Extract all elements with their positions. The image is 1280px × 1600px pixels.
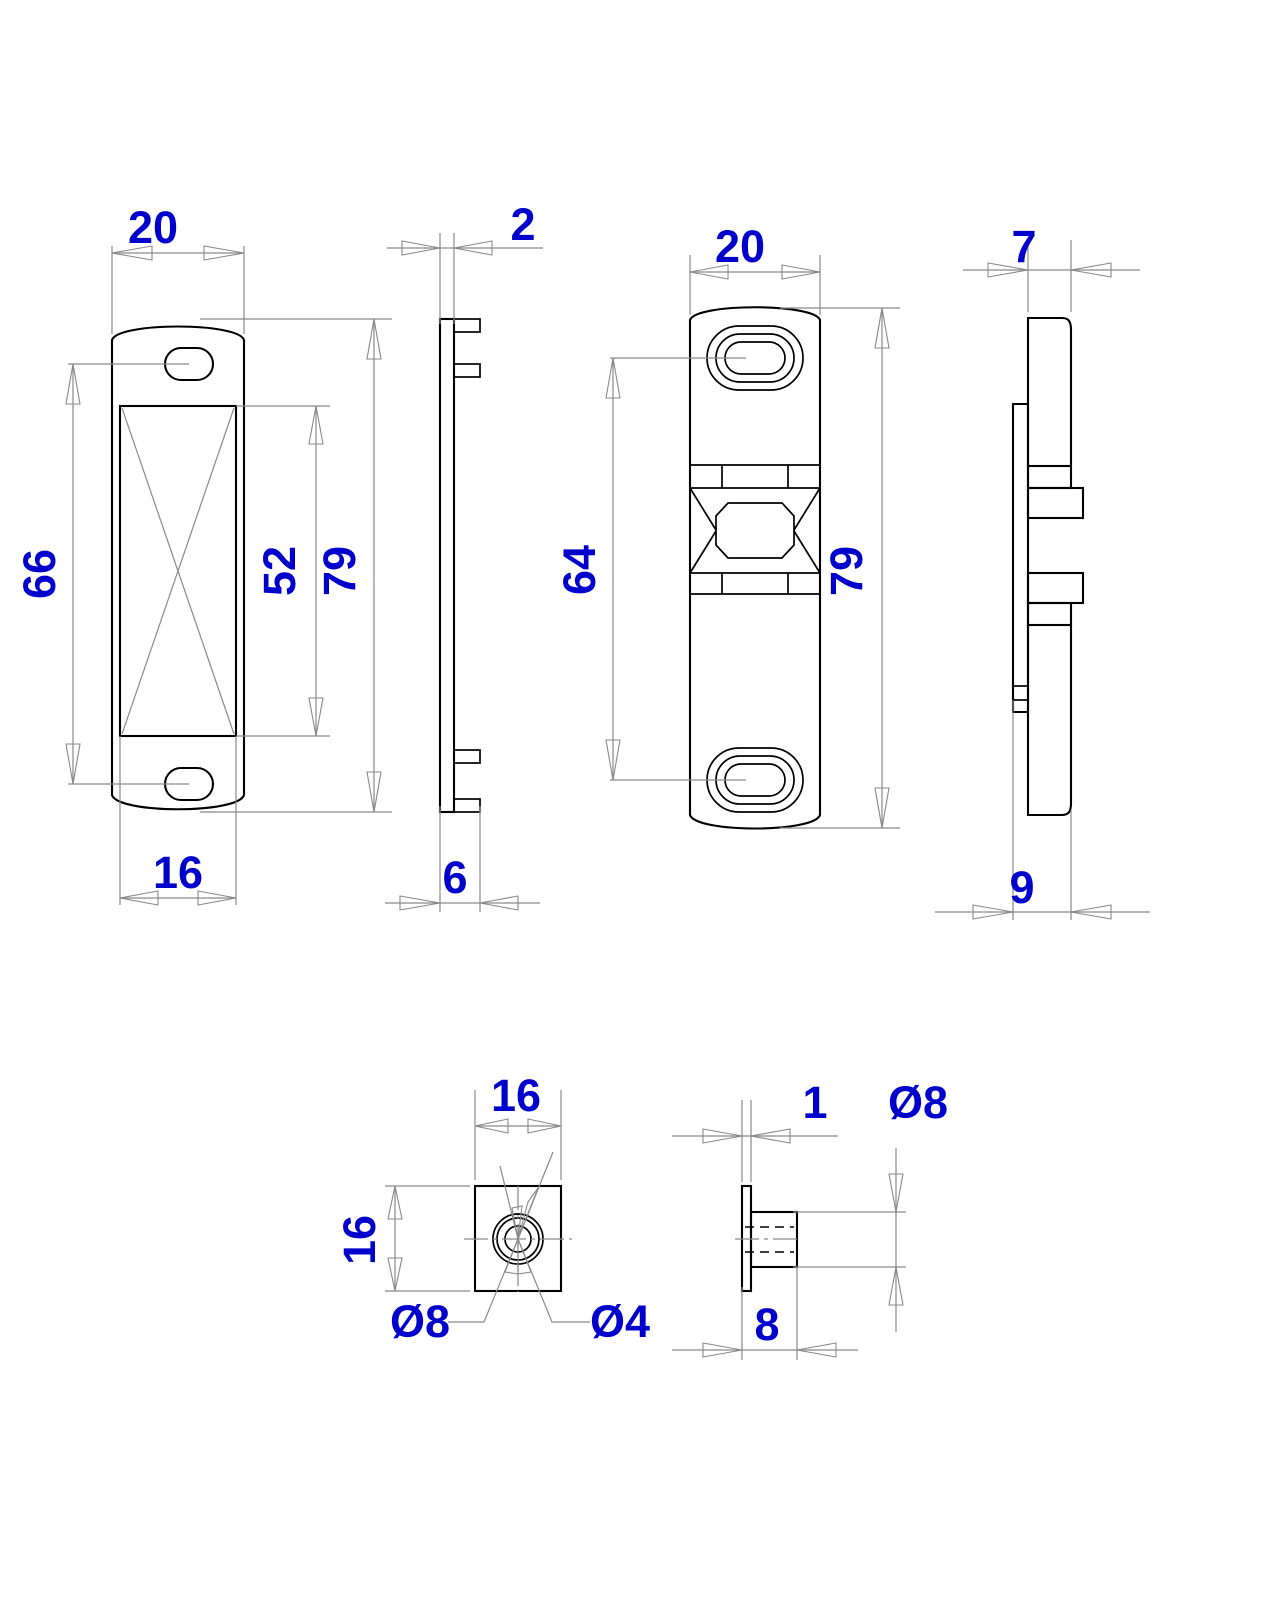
hinge-chamfer-bl [689,530,717,574]
hinge-side-lower-leaf [1026,623,1073,817]
v3-dim-20-text: 20 [715,221,765,272]
v4-dim-7-text: 7 [1011,221,1036,272]
v5-dim16v-arrow-top [387,1185,403,1220]
view-5-stud-plate-front: 16 16 Ø8 Ø4 [334,1070,650,1347]
recess-diagonal-b [121,407,235,735]
view-6-stud-side: 1 8 Ø8 [672,1077,948,1360]
v5-dim-16-width-text: 16 [491,1070,541,1121]
hinge-knuckle-octagon [715,502,795,559]
v6-dimd8-arrow-top [888,1173,904,1213]
v4-dim9-arrow-right [1070,904,1112,920]
hinge-side-step-4 [1026,601,1073,627]
plate-edge-tab-1 [453,318,481,333]
v6-dim-8-text: 8 [754,1299,779,1350]
stud-d8-upper-leader [499,1165,519,1240]
v4-dim7-arrow-right [1070,262,1112,278]
stud-d4-leader-arrow [517,1238,532,1275]
v3-dim-79-text: 79 [821,546,872,596]
hinge-side-step-3 [1026,571,1085,605]
v3-dim20-arrow-left [689,264,729,280]
v6-dimd8-arrow-bottom [888,1266,904,1306]
plate-outline [110,325,246,811]
stud-d8-upper-leader-arrow [511,1205,523,1240]
hinge-chamfer-tl [689,487,717,531]
v3-dim20-arrow-right [781,264,821,280]
v1-dim-16-text: 16 [153,847,203,898]
v4-dim-9-text: 9 [1009,862,1034,913]
v1-dim-66-text: 66 [14,549,65,599]
v4-dim7-arrow-left [987,262,1029,278]
v1-dim20-arrow-left [111,245,153,261]
v2-dim6-arrow-left [399,895,441,911]
plate-edge-tab-4 [453,798,481,813]
v3-dim-64-text: 64 [554,545,605,595]
v6-dim1-arrow-right [750,1128,791,1144]
view-2-plate-edge: 2 6 [385,199,543,912]
v3-dim79-arrow-bottom [874,787,890,829]
v6-dim1-arrow-left [702,1128,743,1144]
v6-dim-d8-text: Ø8 [888,1077,948,1128]
hinge-outline [688,306,822,830]
v2-dim2-arrow-left [401,240,441,256]
v2-dim6-arrow-right [479,895,519,911]
view-3-hinge-front: 20 64 79 [554,221,900,830]
v3-dim79-arrow-top [874,307,890,349]
v1-dim-79-text: 79 [314,546,365,596]
v5-dim-d4-text: Ø4 [590,1296,650,1347]
v6-dim-1-text: 1 [802,1077,827,1128]
view-4-hinge-side: 7 9 [935,221,1150,920]
hinge-side-back-strip [1011,402,1030,714]
v1-dim79-arrow-bottom [366,771,382,813]
view-1-plate-front: 20 66 52 79 16 [14,202,392,906]
stud-d8-leader [448,1238,519,1323]
stud-d4-upper-leader-arrow [517,1187,539,1240]
v1-dim79-arrow-top [366,318,382,360]
v5-dim16h-arrow-right [527,1118,562,1134]
v3-dim64-arrow-top [605,357,621,399]
v1-dim16-arrow-right [197,890,237,906]
v1-dim-20-text: 20 [128,202,178,253]
hinge-side-step-1 [1026,464,1073,490]
v1-dim16-arrow-left [119,890,159,906]
v3-dim64-arrow-bottom [605,739,621,781]
v6-dim8-arrow-right [796,1342,837,1358]
stud-d4-leader [517,1238,590,1323]
v1-dim20-arrow-right [203,245,245,261]
v5-dim16h-arrow-left [474,1118,509,1134]
hinge-chamfer-br [793,530,821,574]
v2-dim2-arrow-right [453,240,493,256]
plate-recess [118,404,238,738]
v1-dim66-arrow-bottom [65,743,81,785]
plate-edge-body [438,317,456,814]
v5-dim-d8-text: Ø8 [390,1296,450,1347]
hinge-chamfer-tr [793,487,821,531]
v1-dim52-arrow-top [308,405,324,445]
plate-edge-tab-2 [453,363,481,378]
v1-dim-52-text: 52 [254,546,305,596]
v6-dim8-arrow-left [702,1342,743,1358]
v1-dim66-arrow-top [65,363,81,405]
plate-edge-tab-3 [453,749,481,764]
v5-dim-16-height-text: 16 [334,1215,385,1265]
v1-dim52-arrow-bottom [308,697,324,737]
v5-dim16v-arrow-bottom [387,1257,403,1292]
v2-dim-6-text: 6 [442,852,467,903]
hinge-side-upper-leaf [1026,316,1073,468]
hinge-side-step-2 [1026,486,1085,520]
v2-dim-2-text: 2 [510,199,535,250]
v4-dim9-arrow-left [972,904,1014,920]
